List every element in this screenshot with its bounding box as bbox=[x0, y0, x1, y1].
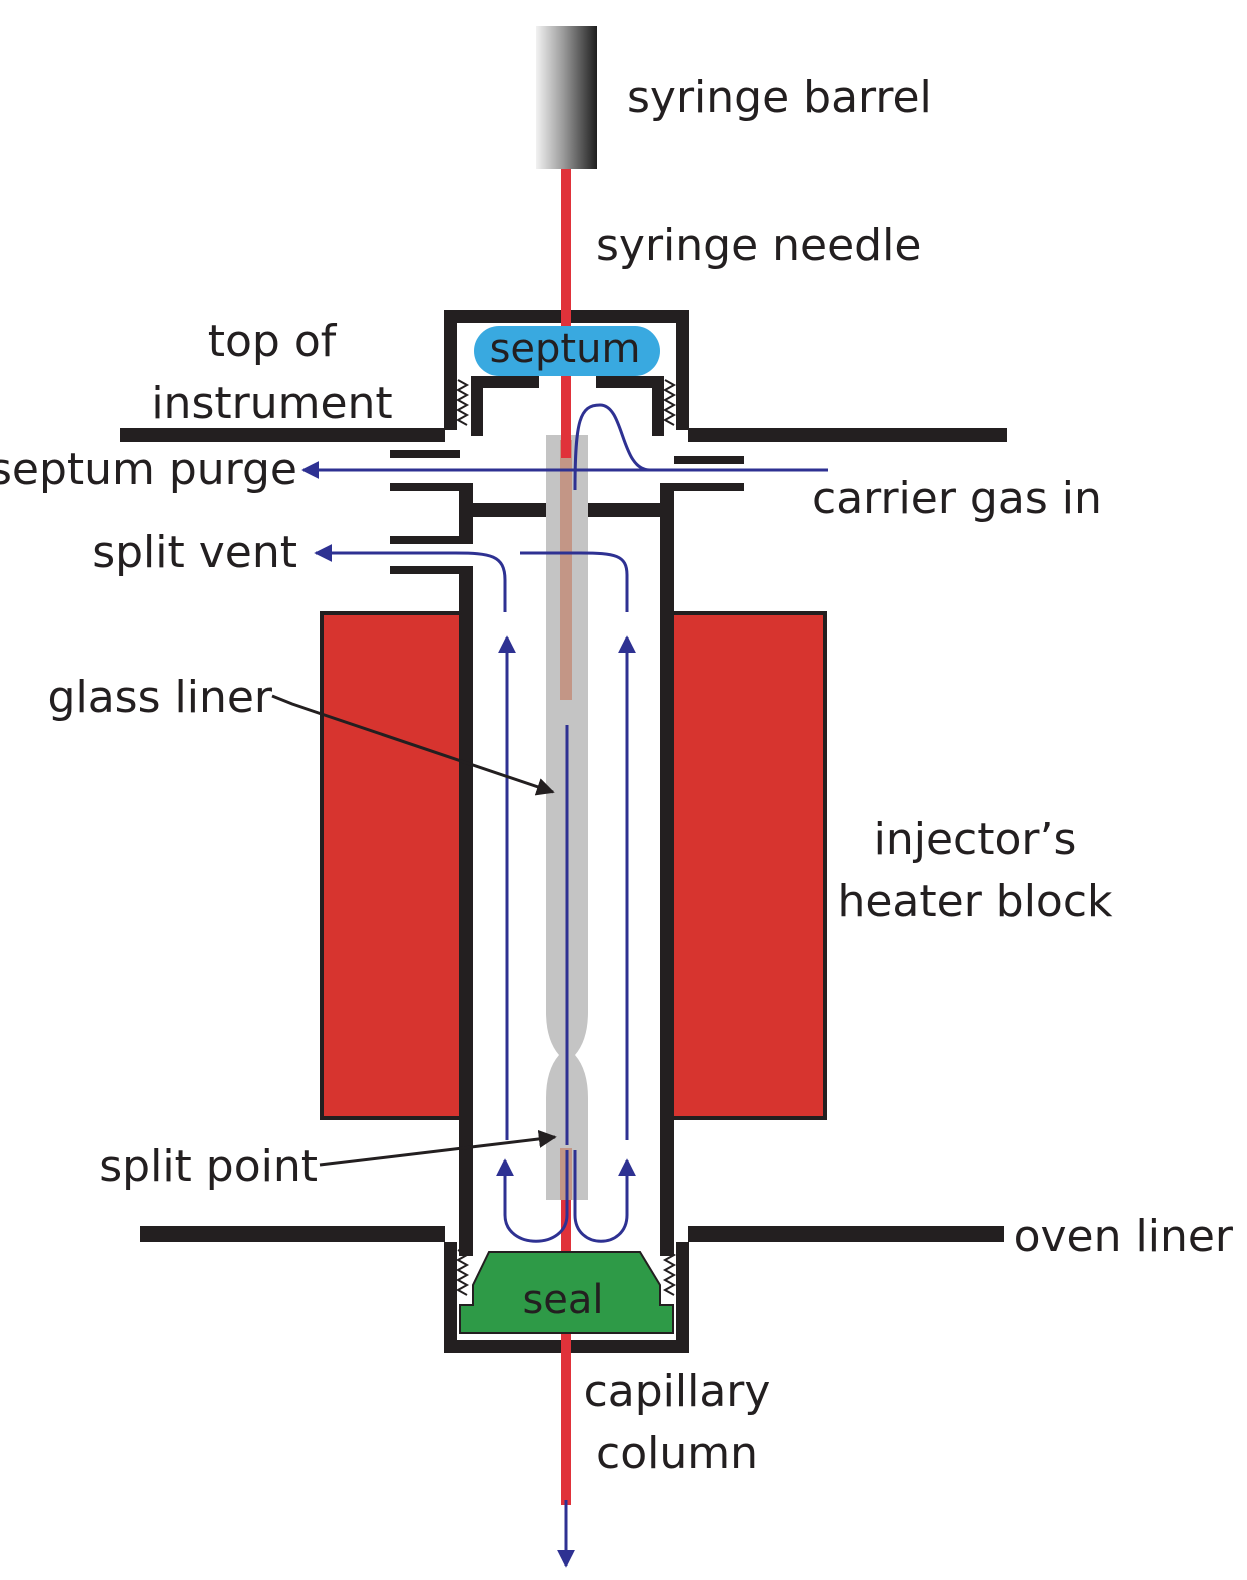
septum-purge-label: septum purge bbox=[0, 444, 297, 495]
spring-bottom-left bbox=[455, 1249, 470, 1296]
heater-block-left bbox=[320, 611, 464, 1120]
syringe-needle-label: syringe needle bbox=[596, 220, 921, 271]
capillary-column-label-2: column bbox=[596, 1428, 758, 1479]
top-of-instrument-plate-right bbox=[688, 428, 1007, 442]
syringe-barrel-label: syringe barrel bbox=[627, 72, 932, 123]
top-of-instrument-label-1: top of bbox=[208, 316, 338, 367]
spring-top-right bbox=[662, 379, 677, 426]
spring-top-left bbox=[455, 379, 470, 426]
capillary-column bbox=[561, 1200, 571, 1505]
septum-label: septum bbox=[490, 326, 641, 372]
oven-liner-label: oven liner bbox=[1014, 1211, 1234, 1262]
septum bbox=[474, 326, 660, 376]
split-vent-label: split vent bbox=[92, 527, 297, 578]
glass-liner-label: glass liner bbox=[48, 672, 273, 723]
spring-bottom-right bbox=[662, 1249, 677, 1296]
split-point-leader bbox=[319, 1129, 557, 1167]
carrier-gas-flow-path bbox=[573, 403, 828, 491]
oven-liner-plate-left bbox=[140, 1226, 445, 1242]
syringe-needle bbox=[561, 168, 571, 458]
split-loop-right bbox=[573, 1150, 636, 1243]
carrier-gas-in-label: carrier gas in bbox=[812, 473, 1102, 524]
capillary-column-label-1: capillary bbox=[584, 1366, 771, 1417]
top-of-instrument-plate-left bbox=[120, 428, 445, 442]
oven-liner-plate-right bbox=[688, 1226, 1004, 1242]
split-vent-flow-path-left bbox=[314, 544, 507, 612]
glass-liner-leader bbox=[271, 694, 555, 796]
injector-heater-label-1: injector’s bbox=[874, 814, 1077, 865]
seal bbox=[459, 1251, 674, 1334]
syringe-barrel bbox=[536, 26, 597, 169]
heater-block-right bbox=[670, 611, 827, 1120]
split-point-label: split point bbox=[99, 1141, 318, 1192]
split-loop-left bbox=[496, 1150, 569, 1243]
injector-heater-label-2: heater block bbox=[837, 876, 1113, 927]
seal-label: seal bbox=[522, 1277, 603, 1323]
sample-plug-top bbox=[560, 440, 572, 700]
injector-housing bbox=[390, 310, 744, 1353]
split-vent-flow-path-right bbox=[520, 551, 629, 612]
top-of-instrument-label-2: instrument bbox=[151, 378, 392, 429]
